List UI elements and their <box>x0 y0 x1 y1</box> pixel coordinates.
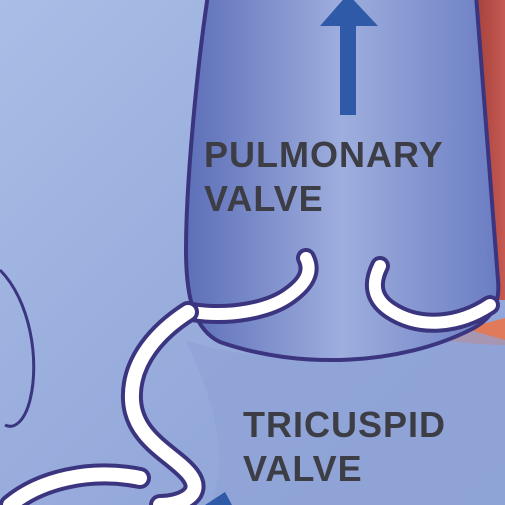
tricuspid-label-line1: TRICUSPID <box>243 404 447 445</box>
pulmonary-label-line2: VALVE <box>204 177 324 219</box>
pulmonary-leaflet-right-inner <box>368 260 496 329</box>
tricuspid-valve-label: TRICUSPID VALVE <box>243 403 446 491</box>
arrow-up-icon <box>320 0 378 115</box>
tricuspid-leaflet-inner <box>124 305 202 505</box>
tricuspid-leaflet-lower-inner <box>3 467 147 505</box>
pulmonary-valve-label: PULMONARY VALVE <box>204 133 444 221</box>
pulmonary-label-line1: PULMONARY <box>204 134 444 175</box>
ventricle-region <box>185 330 505 505</box>
pulmonary-artery <box>183 0 501 363</box>
vessel-outline-left <box>0 268 36 428</box>
flow-marker <box>205 492 232 505</box>
pulmonary-leaflet-left-inner <box>186 252 315 320</box>
tricuspid-label-line2: VALVE <box>243 447 363 489</box>
aorta-wall <box>478 0 505 300</box>
